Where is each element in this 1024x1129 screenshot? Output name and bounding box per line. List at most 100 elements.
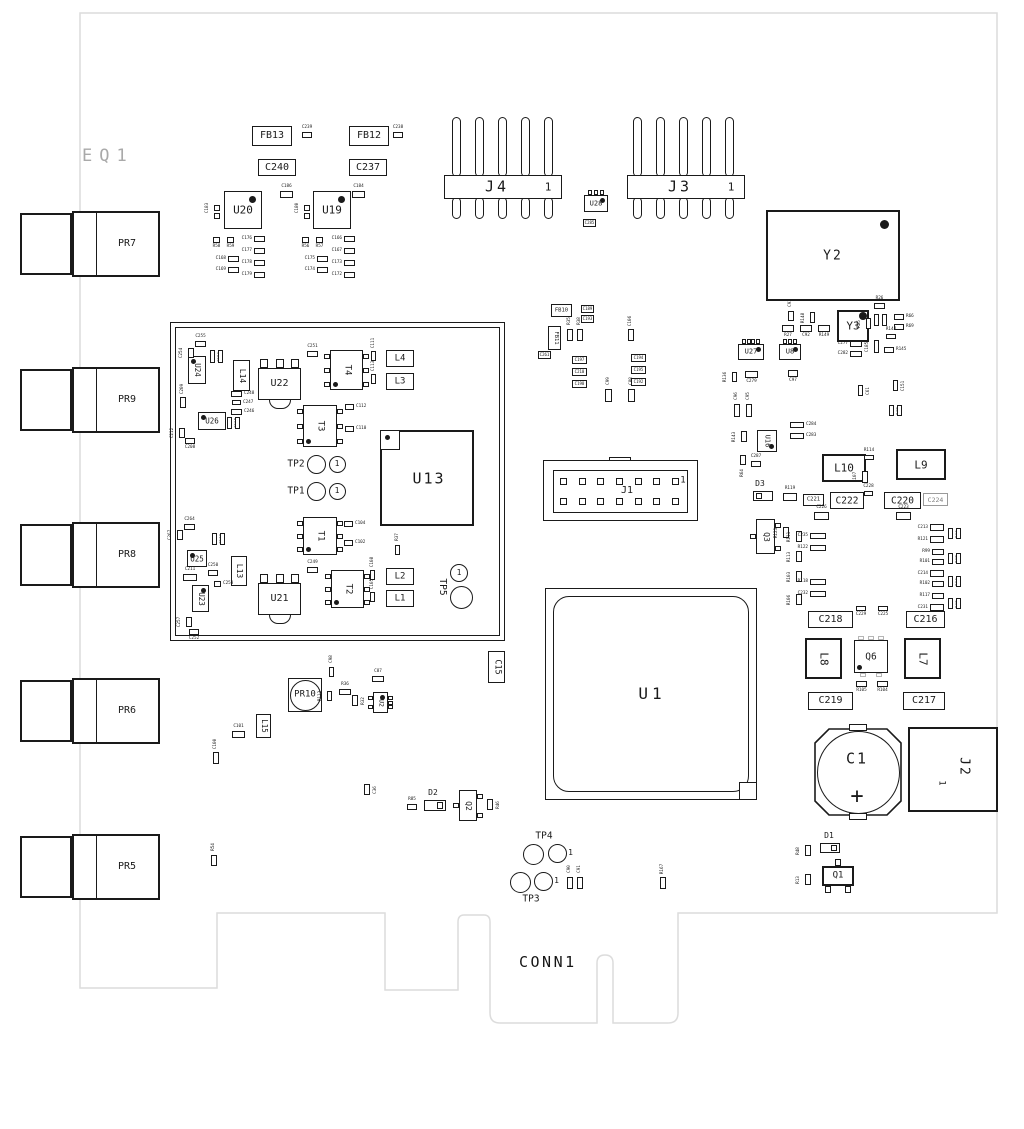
chip-pin xyxy=(337,546,343,552)
ref-C251: C251 xyxy=(307,343,318,349)
comp-C213 xyxy=(930,524,944,531)
ref-FB11: FB11 xyxy=(552,331,559,345)
chip-pin xyxy=(337,408,343,414)
pr10-circle xyxy=(289,679,321,711)
ref-C232: C232 xyxy=(797,590,808,596)
header-pin xyxy=(474,117,484,177)
header-pin xyxy=(655,117,665,177)
ref-R69: R69 xyxy=(906,323,914,329)
ref-C208: C208 xyxy=(184,444,196,450)
ref-U25: U25 xyxy=(190,553,204,563)
ref-Q3: Q3 xyxy=(761,531,771,542)
probe-label-PR9: PR9 xyxy=(117,394,137,405)
comp-C151 xyxy=(893,380,898,391)
comp-R102 xyxy=(932,581,944,587)
header-pin xyxy=(520,197,530,219)
chip-pin xyxy=(364,586,370,592)
ref-Q2: Q2 xyxy=(464,800,473,811)
comp-C113 xyxy=(371,374,376,384)
comp-C219 xyxy=(808,692,853,710)
ref-C172: C172 xyxy=(331,271,342,277)
comp-R99 xyxy=(932,549,944,555)
comp-C257 xyxy=(186,617,192,627)
ref-C211: C211 xyxy=(184,566,196,572)
chip-pin xyxy=(388,700,393,705)
ref-C282: C282 xyxy=(837,350,848,356)
ref-R46: R46 xyxy=(495,800,501,809)
ref-R102: R102 xyxy=(919,580,930,586)
ref-R35: R35 xyxy=(566,317,572,325)
ref-C225: C225 xyxy=(877,611,889,617)
j1-pad xyxy=(559,477,567,485)
ref-C95: C95 xyxy=(745,392,751,400)
pin1-dot xyxy=(189,552,196,559)
comp-C105 xyxy=(370,592,375,602)
ref-C209: C209 xyxy=(179,383,185,395)
ref-R37: R37 xyxy=(394,533,400,541)
u13-pin1-dot xyxy=(385,435,390,440)
ref-C179: C179 xyxy=(241,271,252,277)
comp-L4 xyxy=(386,350,414,367)
ref-R143: R143 xyxy=(731,431,737,442)
ref-Q6: Q6 xyxy=(865,650,877,662)
chip-pin xyxy=(363,367,369,373)
j2-body xyxy=(908,727,998,812)
ref-C246: C246 xyxy=(244,408,255,414)
chip-pin xyxy=(363,381,369,387)
ref-U21: U21 xyxy=(270,593,289,604)
ref-Y2: Y2 xyxy=(823,248,843,263)
chip-pin xyxy=(275,574,284,583)
comp-R106 xyxy=(796,594,802,605)
ref-C168: C168 xyxy=(215,255,226,261)
comp-C222 xyxy=(830,492,864,509)
header-pin xyxy=(678,197,688,219)
j1-pad xyxy=(578,497,586,505)
ref-C248: C248 xyxy=(244,390,255,396)
header-pin xyxy=(497,117,507,177)
ref-C183: C183 xyxy=(204,202,210,214)
ref-L1: L1 xyxy=(394,593,406,603)
ref-R145: R145 xyxy=(896,346,907,352)
ref-C180: C180 xyxy=(294,202,300,214)
ref-R59: R59 xyxy=(226,243,235,249)
ref-C173: C173 xyxy=(331,259,342,265)
ref-C93: C93 xyxy=(787,299,793,307)
comp-C87 xyxy=(372,676,384,682)
pin1-dot xyxy=(599,197,606,204)
header-pin xyxy=(632,197,642,219)
comp-C259 xyxy=(210,350,215,363)
ref-C88: C88 xyxy=(628,377,634,385)
comp-C184 xyxy=(352,191,365,198)
comp-R148 xyxy=(810,312,815,323)
comp-R36 xyxy=(339,689,351,695)
ref-C110: C110 xyxy=(356,425,367,431)
ref-C166: C166 xyxy=(331,235,342,241)
comp-R59 xyxy=(227,237,234,243)
ref-C178: C178 xyxy=(241,259,252,265)
comp-L7 xyxy=(904,638,941,679)
testpoint-circle xyxy=(306,454,326,474)
comp-R68 xyxy=(897,405,902,416)
c1-tab xyxy=(849,813,867,820)
ref-R99: R99 xyxy=(922,548,930,554)
ref-C151: C151 xyxy=(900,380,906,391)
pin1-dot xyxy=(856,664,863,671)
chip-pin xyxy=(477,793,483,799)
comp-C36 xyxy=(364,784,370,795)
comp-C208 xyxy=(185,438,195,444)
ref-U28: U28 xyxy=(589,199,603,207)
ref-C226: C226 xyxy=(816,504,827,510)
probe-connector-barrel xyxy=(20,213,72,275)
comp-C198 xyxy=(572,380,587,388)
ref-R27: R27 xyxy=(784,332,792,338)
chip-pin xyxy=(453,803,459,808)
probe-connector-body xyxy=(72,367,160,433)
chip-bottom-tab xyxy=(268,614,291,624)
chip-pad xyxy=(868,636,874,640)
comp-R26 xyxy=(874,303,885,309)
comp-C61 xyxy=(858,385,863,396)
chip-pin xyxy=(783,339,787,344)
ref-C195: C195 xyxy=(633,367,644,372)
ref-C210: C210 xyxy=(574,369,585,374)
comp-C172 xyxy=(344,272,355,278)
